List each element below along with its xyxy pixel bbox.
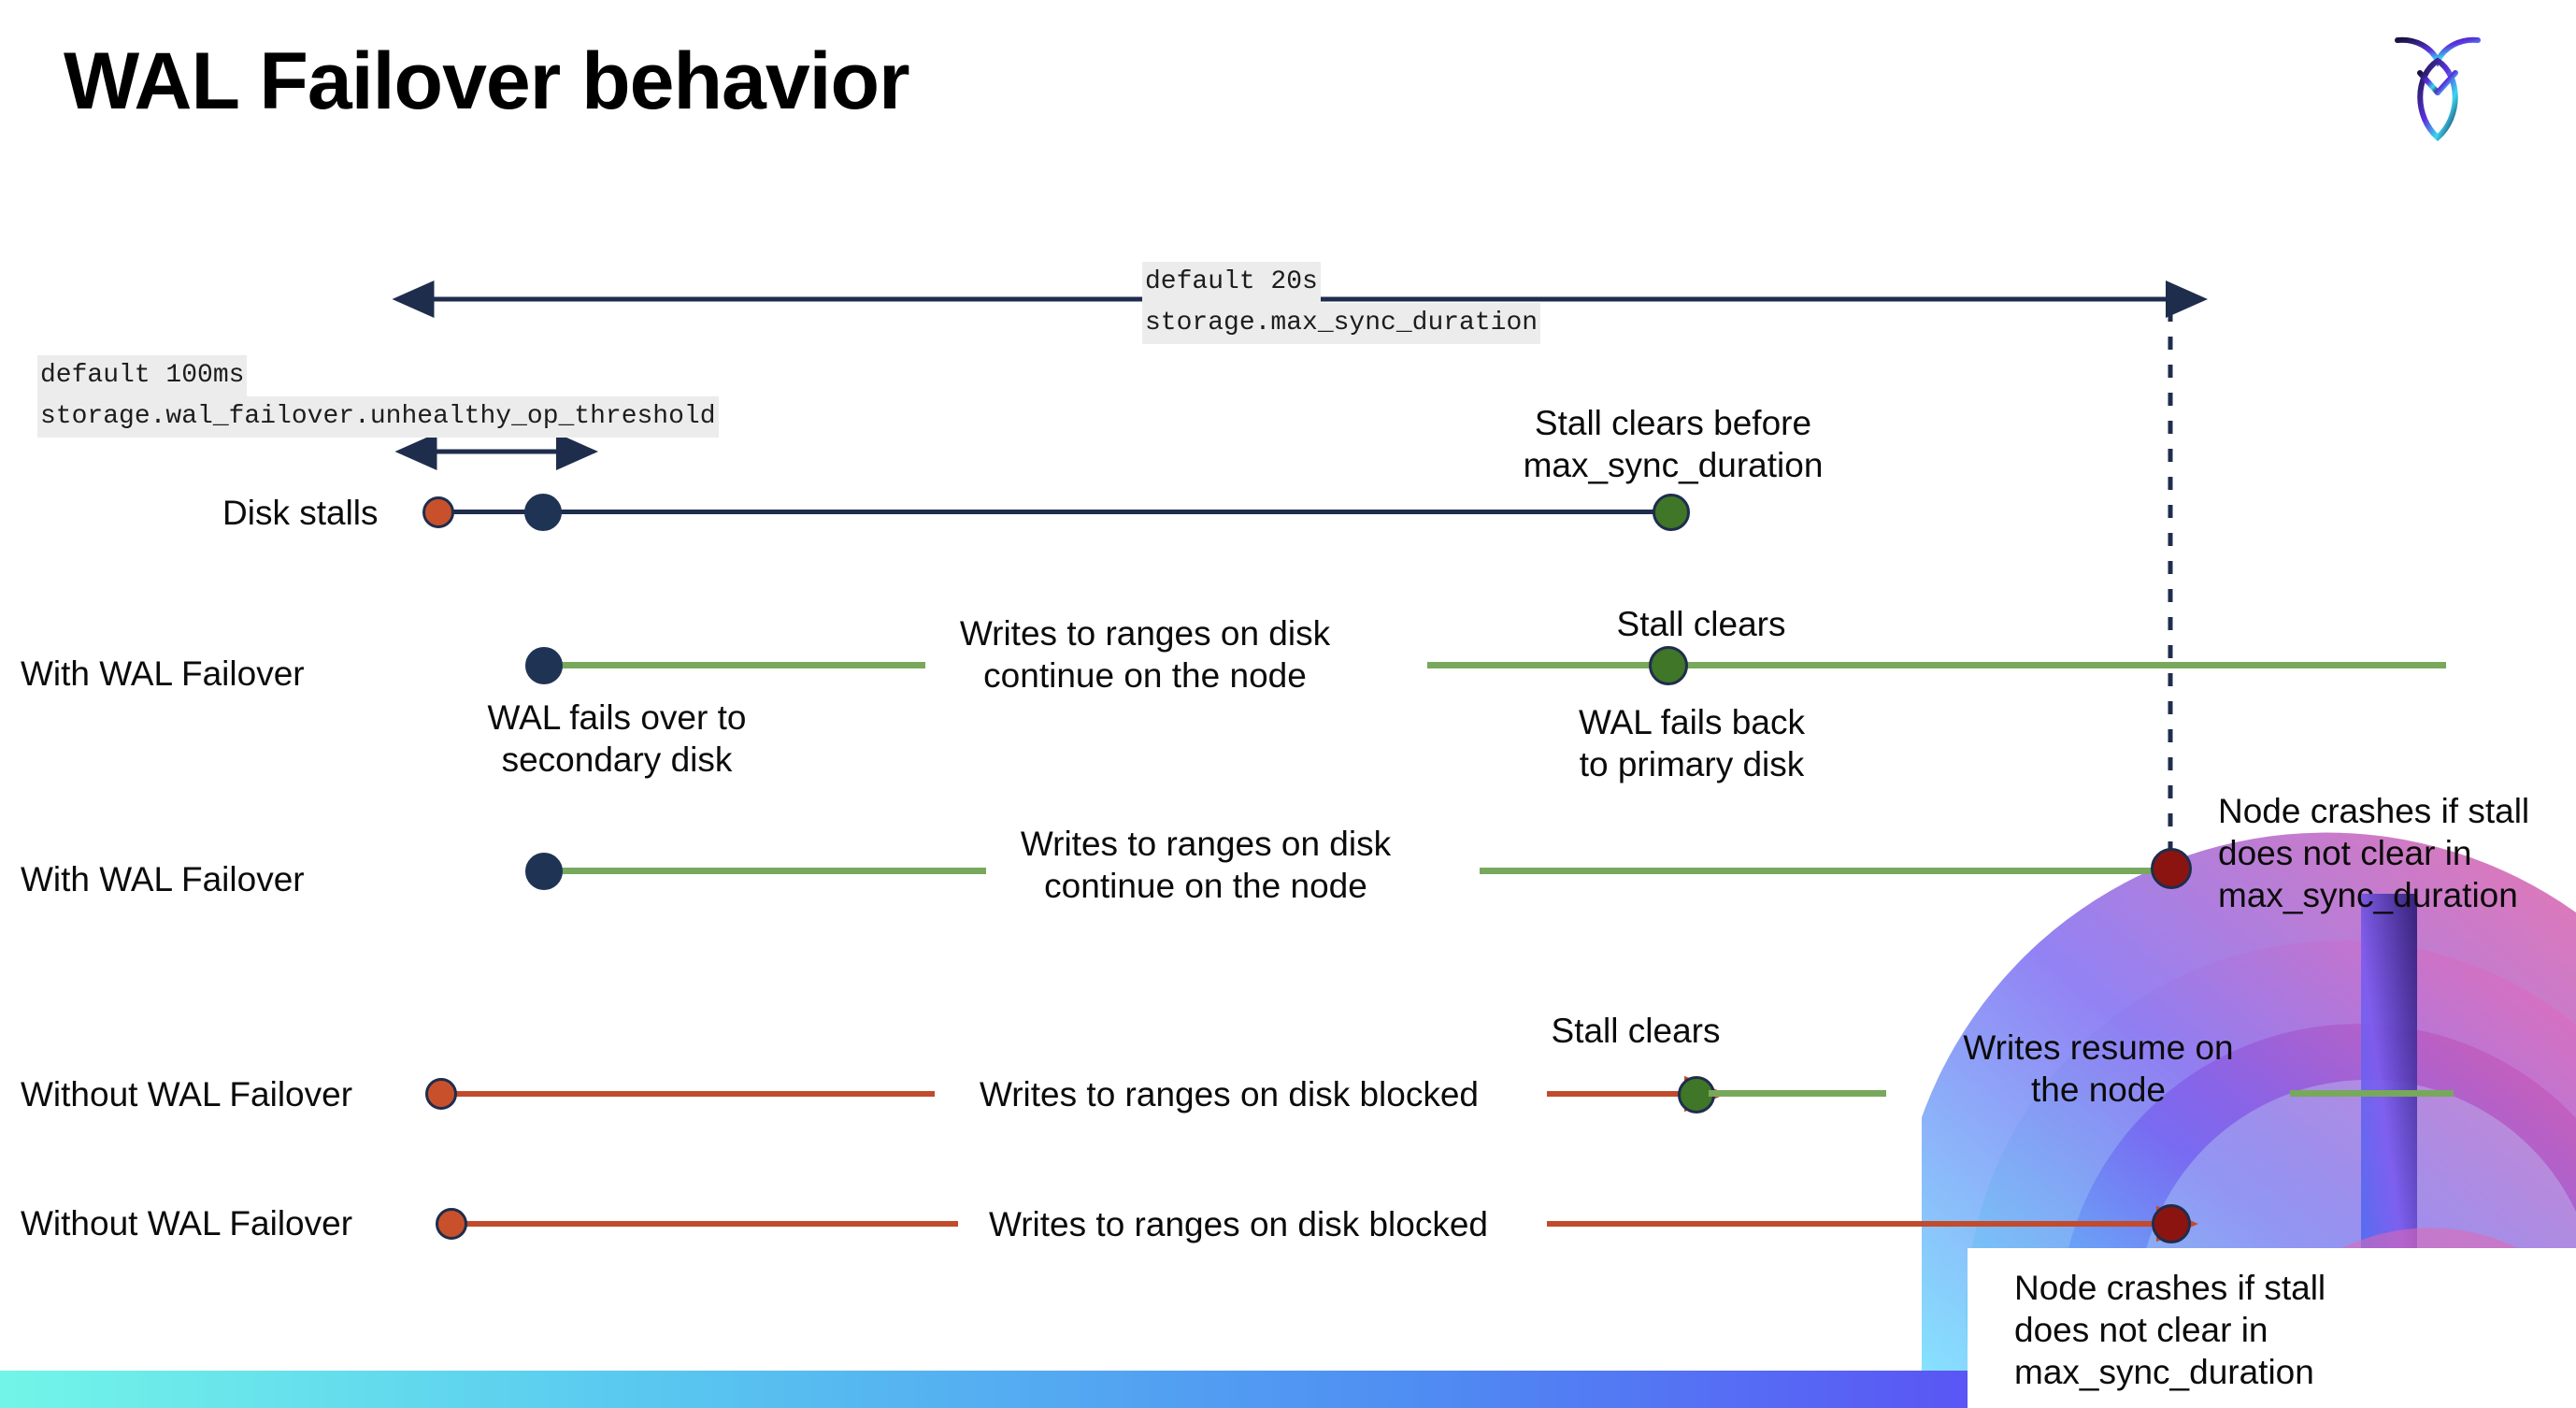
unhealthy-op-threshold-default: default 100ms bbox=[37, 355, 248, 396]
node-crash-dot-row5 bbox=[2152, 1204, 2191, 1243]
disk-stalls-timeline bbox=[439, 510, 1673, 514]
stall-start-dot-row5 bbox=[436, 1208, 467, 1240]
unhealthy-op-threshold-setting: storage.wal_failover.unhealthy_op_thresh… bbox=[37, 396, 719, 438]
node-crash-dot-row3 bbox=[2151, 848, 2192, 889]
wal-failback-dot bbox=[1649, 646, 1688, 685]
row-label-with-wal-failover-recovers: With WAL Failover bbox=[21, 654, 305, 693]
note-stall-clears-row2: Stall clears bbox=[1616, 605, 1786, 643]
note-wal-fails-over-secondary: WAL fails over to secondary disk bbox=[487, 698, 747, 780]
stall-start-dot-row4 bbox=[425, 1078, 457, 1110]
writes-resume-line-row4-b bbox=[2290, 1090, 2454, 1097]
max-sync-duration-annotation: default 20s storage.max_sync_duration bbox=[1142, 262, 1541, 344]
disk-stall-start-dot bbox=[422, 496, 454, 528]
wal-failover-start-dot bbox=[525, 647, 563, 684]
blocked-writes-line-row4 bbox=[449, 1091, 935, 1097]
disk-stall-clear-dot bbox=[1653, 494, 1690, 531]
wal-failover-secondary-segment-b bbox=[1427, 662, 2446, 668]
wal-failover-secondary-segment-a bbox=[542, 662, 925, 668]
row-label-without-wal-failover-crash: Without WAL Failover bbox=[21, 1204, 353, 1243]
writes-resume-line-row4-a bbox=[1709, 1090, 1886, 1097]
blocked-writes-line-row5 bbox=[458, 1221, 958, 1227]
note-node-crashes-row5: Node crashes if stall does not clear in … bbox=[2014, 1269, 2326, 1392]
max-sync-duration-default: default 20s bbox=[1142, 262, 1321, 303]
note-writes-continue-row2: Writes to ranges on disk continue on the… bbox=[959, 614, 1331, 696]
wal-failover-crash-segment-a bbox=[542, 868, 986, 874]
row-label-with-wal-failover-crash: With WAL Failover bbox=[21, 860, 305, 898]
note-writes-continue-row3: Writes to ranges on disk continue on the… bbox=[1020, 825, 1392, 906]
crash-note-backdrop-row5 bbox=[1968, 1248, 2576, 1408]
note-wal-fails-back-primary: WAL fails back to primary disk bbox=[1579, 703, 1805, 784]
cockroachdb-logo-icon bbox=[2386, 23, 2489, 145]
row-label-disk-stalls: Disk stalls bbox=[222, 494, 379, 532]
page-title: WAL Failover behavior bbox=[64, 36, 910, 126]
note-writes-blocked-row4: Writes to ranges on disk blocked bbox=[979, 1075, 1480, 1113]
note-node-crashes-row3: Node crashes if stall does not clear in … bbox=[2218, 792, 2530, 915]
note-writes-resume-row4: Writes resume on the node bbox=[1963, 1028, 2234, 1110]
row-label-without-wal-failover-recovers: Without WAL Failover bbox=[21, 1075, 353, 1113]
disk-stall-failover-dot bbox=[524, 494, 562, 531]
note-writes-blocked-row5: Writes to ranges on disk blocked bbox=[988, 1205, 1489, 1243]
wal-failover-crash-start-dot bbox=[525, 853, 563, 890]
note-stall-clears-row4: Stall clears bbox=[1551, 1012, 1721, 1050]
max-sync-duration-setting: storage.max_sync_duration bbox=[1142, 303, 1541, 344]
note-stall-clears-before-max-sync: Stall clears before max_sync_duration bbox=[1523, 404, 1824, 485]
unhealthy-op-threshold-annotation: default 100ms storage.wal_failover.unhea… bbox=[37, 355, 719, 438]
wal-failover-crash-segment-b bbox=[1480, 868, 2171, 874]
